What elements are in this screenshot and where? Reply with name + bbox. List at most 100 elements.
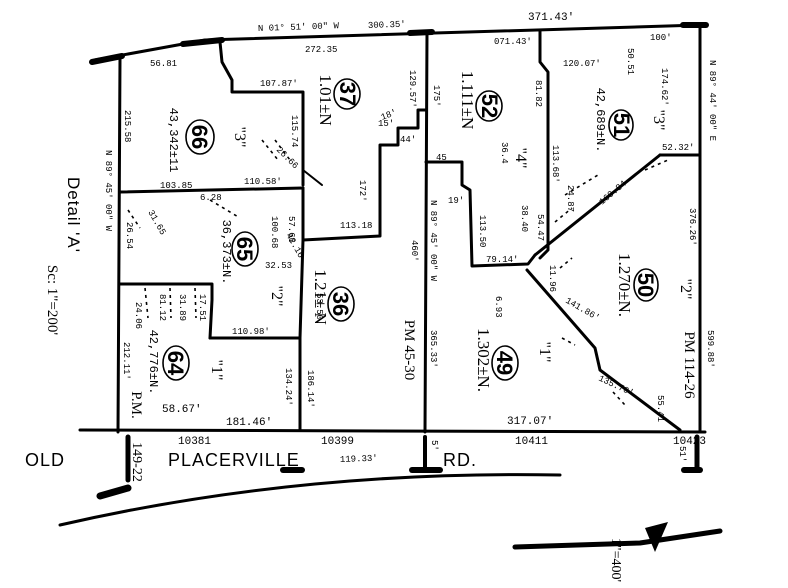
dim-p49-d2: 365.33'	[428, 330, 438, 368]
addresses: 10381 10399 10411 10423	[178, 436, 706, 448]
top-p37: 272.35	[305, 45, 337, 55]
detail-a-labels: Detail 'A' Sc: 1"=200' 1"=400'	[44, 177, 623, 582]
top-p51-c: 100'	[650, 33, 672, 43]
road-markers	[58, 434, 723, 552]
dimension-labels: N 89° 45' 00" W 215.58 107.87' 115.74 26…	[103, 68, 715, 465]
dim-small-4: 51'	[677, 446, 687, 462]
parcel-52-number: 52	[477, 94, 502, 118]
dim-p52-d3: 113.68'	[550, 145, 560, 183]
dim-p65-d7: 32.53	[265, 261, 292, 271]
zone-marks: "3" "4" "3" "2" "2" "1" "1"	[208, 109, 694, 380]
dim-p36-d2: 186.14'	[305, 370, 315, 408]
dim-p50-d1: 376.26'	[687, 208, 697, 246]
parcel-65-number: 65	[232, 237, 257, 261]
dim-p36-side: 460'	[409, 240, 419, 262]
dim-p37-d3: 18'	[380, 108, 399, 123]
dim-p64-bottom1: 58.67'	[162, 404, 202, 416]
dim-small-3: 5'	[429, 440, 439, 451]
top-p51-b: 50.51	[625, 48, 635, 75]
dim-p52-d2: 81.82	[533, 80, 543, 107]
address-10381: 10381	[178, 436, 211, 448]
dim-p49-bottom: 317.07'	[507, 416, 553, 428]
parcel-50-number: 50	[633, 273, 658, 297]
top-p52: 071.43'	[494, 37, 532, 47]
parcel-64-area: 42,776±N.	[146, 330, 160, 395]
pm-45-30-label: PM 45-30	[401, 320, 417, 380]
dim-p65-top: 103.85	[160, 181, 192, 191]
parcel-36-number: 36	[328, 292, 353, 316]
pm-left-label: P.M.	[128, 391, 144, 419]
dim-p64-d2: 24.06	[133, 302, 143, 329]
parcel-65-area: 36,373±N.	[219, 220, 233, 285]
top-total: 371.43'	[528, 12, 574, 24]
parcel-66-number: 66	[187, 125, 212, 149]
dim-p51-d2: 52.32'	[662, 143, 694, 153]
dim-p65-d4: 100.68	[269, 216, 279, 248]
top-bearing: N 01° 51' 00" W	[258, 21, 340, 34]
dim-p36-bearing: N 89° 45' 00" W	[428, 200, 438, 282]
parcel-49-area: 1.302±N.	[474, 328, 493, 392]
parcel-37-area: 1.01±N	[316, 74, 335, 125]
dim-p52-d8: 79.14'	[486, 255, 518, 265]
dim-p65-d1: 31.65	[145, 209, 167, 237]
dim-p49-d4: 55.41	[655, 395, 665, 422]
parcel-lines	[118, 28, 702, 432]
dim-p37-d1: 129.57'	[407, 70, 417, 108]
dim-p66-step2: 26.66	[274, 145, 300, 171]
dim-p52-d7: 54.47	[535, 214, 545, 241]
dim-p51-d1: 174.62'	[659, 68, 669, 106]
dim-p64-d6: 110.98'	[232, 327, 270, 337]
boundary-lines	[78, 22, 709, 434]
dim-p52-d5: 113.50	[477, 215, 487, 247]
parcel-65-zone: "2"	[268, 285, 285, 306]
top-seg1: 300.35'	[368, 20, 406, 31]
parcel-49-number: 49	[492, 351, 517, 375]
right-bearing: N 89° 44' 00" E	[707, 60, 717, 141]
dim-p49-d3: 135.70'	[597, 374, 635, 399]
parcel-51-number: 51	[609, 113, 634, 137]
parcel-66-area: 43,342±11	[166, 108, 180, 173]
pm-114-26-label: PM 114-26	[681, 331, 697, 399]
dim-small-2: 19'	[448, 196, 464, 206]
dim-p64-d7: 134.24'	[283, 368, 293, 406]
dim-p64-d4: 31.89	[177, 294, 187, 321]
detail-a-scale: Sc: 1"=200'	[44, 265, 60, 336]
top-left-dim: 56.81	[150, 59, 177, 69]
parcel-52-area: 1.111±N	[458, 71, 477, 130]
parcel-circles	[162, 78, 659, 381]
dim-p64-d3: 81.12	[157, 294, 167, 321]
dim-p52-d1: 175'	[431, 85, 441, 107]
parcel-areas: 43,342±11 1.01±N 1.111±N 42,689±N. 36,37…	[146, 71, 634, 395]
dim-p65-d2: 26.54	[124, 222, 134, 249]
detail-a-title: Detail 'A'	[64, 177, 83, 253]
road-word-old: OLD	[25, 450, 65, 470]
parcel-50-zone: "2"	[677, 278, 694, 299]
parcel-51-zone: "3"	[650, 109, 667, 130]
parcel-51-area: 42,689±N.	[593, 88, 607, 153]
dim-p49-d1: 6.93	[493, 296, 503, 318]
top-dimensions: N 01° 51' 00" W 300.35' 371.43' 272.35 0…	[150, 12, 717, 141]
road-name: OLD PLACERVILLE RD.	[25, 450, 477, 470]
dim-p51-d4: 24.87	[565, 185, 575, 212]
dim-p36-d5: 15'	[378, 119, 394, 129]
dim-p51-d3: 169.84	[598, 179, 629, 207]
parcel-64-zone: "1"	[208, 359, 225, 380]
dim-p64-d5: 17.51	[197, 294, 207, 321]
parcel-50-area: 1.270±N.	[615, 253, 634, 317]
dim-p64-d1: 212.11'	[121, 342, 131, 380]
dim-left-bearing: N 89° 45' 00" W	[103, 150, 113, 232]
top-p51-a: 120.07'	[563, 59, 601, 69]
road-word-rd: RD.	[443, 450, 477, 470]
dim-p66-bottom: 110.58'	[244, 177, 282, 187]
parcel-64-number: 64	[163, 351, 188, 376]
dim-p65-d3: 6.28	[200, 193, 222, 203]
dim-p66-step1: 115.74	[289, 115, 299, 147]
pm-references: PM 45-30 PM 114-26 P.M. 149-22	[128, 320, 697, 482]
dim-p65-d5: 57.66	[286, 216, 296, 243]
dim-road: 119.33'	[340, 454, 378, 465]
parcel-36-area: 1.21± N	[311, 269, 330, 325]
dim-p64-bottom2: 181.46'	[226, 417, 272, 429]
parcel-37-number: 37	[335, 82, 360, 106]
dim-right-side: 599.88'	[705, 330, 715, 368]
